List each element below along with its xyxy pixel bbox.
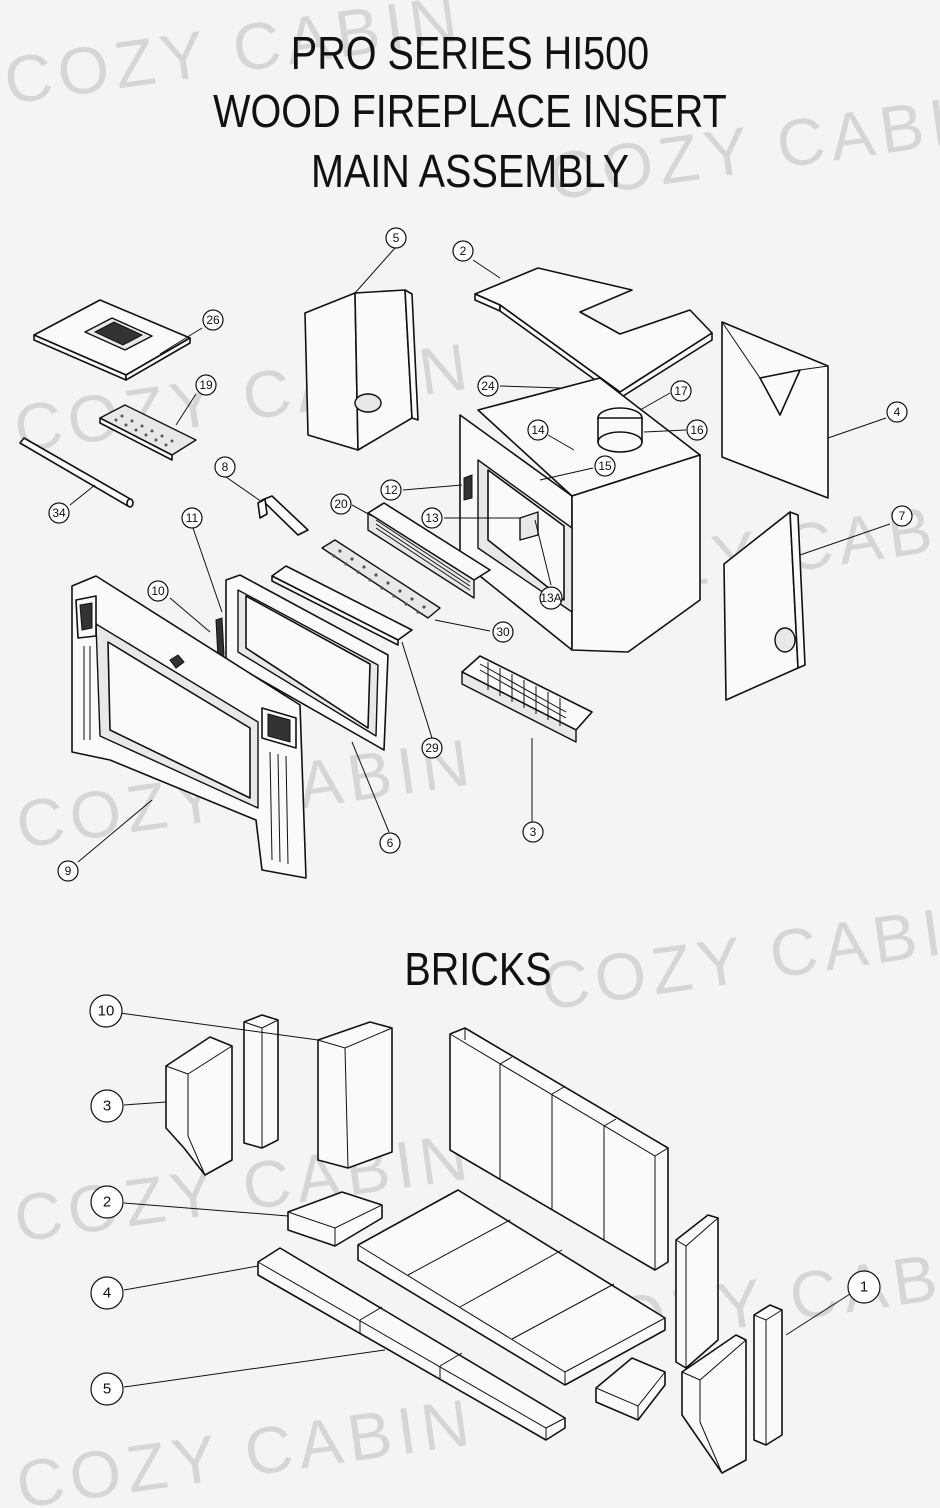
callout: 3 [522,821,544,843]
main-callouts: 5 2 26 19 24 17 16 4 14 15 34 8 12 20 13… [48,227,913,882]
brick-leader-lines [119,1012,851,1388]
svg-text:13: 13 [425,511,439,525]
bricks-group [165,1014,783,1474]
svg-text:9: 9 [65,864,72,878]
main-leader-lines [69,247,891,863]
callout: 11 [181,507,203,529]
callout: 1 [847,1270,881,1304]
callout: 17 [670,380,692,402]
brick-right-angled [681,1334,747,1474]
svg-text:13A: 13A [540,591,561,605]
svg-text:6: 6 [387,836,394,850]
svg-text:7: 7 [899,509,906,523]
part-6-door [215,574,389,751]
svg-text:17: 17 [674,384,688,398]
part-2-top-baffle [474,267,713,399]
callout: 26 [202,309,224,331]
svg-text:4: 4 [103,1285,111,1302]
svg-text:2: 2 [460,244,467,258]
callout: 9 [57,860,79,882]
callout: 2 [452,240,474,262]
callout: 34 [48,502,70,524]
part-26-top-plate [33,299,191,381]
svg-text:26: 26 [206,313,220,327]
callout: 16 [686,419,708,441]
part-20-blower [367,502,491,599]
brick-right-tall [675,1214,719,1369]
firebox-body [459,377,701,653]
callout: 29 [421,737,443,759]
callout: 24 [477,375,499,397]
callout: 13 [421,507,443,529]
brick-10 [317,1021,393,1169]
svg-text:19: 19 [199,378,213,392]
svg-text:10: 10 [98,1003,115,1020]
callout: 10 [89,994,123,1028]
part-5-side-panel [304,289,419,451]
brick-3 [165,1036,233,1176]
callout: 8 [214,456,236,478]
watermark: COZY CABIN [12,1384,480,1508]
part-34-rod [19,437,134,508]
part-30-perforated-panel [321,539,441,619]
callout: 15 [594,455,616,477]
callout: 13A [539,586,563,610]
callout: 6 [379,832,401,854]
svg-text:34: 34 [52,506,66,520]
brick-1 [753,1304,783,1446]
brick-tall-narrow [243,1014,279,1149]
callout: 4 [886,401,908,423]
callout: 2 [90,1185,124,1219]
part-8-bracket [257,495,309,536]
svg-text:30: 30 [496,625,510,639]
callout: 3 [90,1089,124,1123]
part-29-trim [271,565,413,646]
svg-text:20: 20 [334,497,348,511]
callout: 5 [385,227,407,249]
svg-text:16: 16 [690,423,704,437]
callout: 4 [90,1276,124,1310]
title-line-3: MAIN ASSEMBLY [310,145,630,197]
callout: 14 [527,419,549,441]
brick-floor [357,1189,666,1386]
callout: 12 [380,479,402,501]
part-9-surround [71,575,307,879]
svg-text:5: 5 [103,1381,111,1398]
brick-2 [287,1191,383,1247]
brick-right-small-wedge [595,1357,666,1421]
callout: 5 [90,1372,124,1406]
callout: 7 [891,505,913,527]
svg-text:11: 11 [186,511,199,525]
svg-text:3: 3 [530,825,537,839]
svg-text:10: 10 [151,584,165,598]
svg-text:12: 12 [384,483,398,497]
svg-text:15: 15 [598,459,612,473]
svg-text:3: 3 [103,1098,111,1115]
part-7-side-shroud [723,511,806,701]
title-line-2: WOOD FIREPLACE INSERT [213,85,727,137]
callout: 19 [195,374,217,396]
callout: 20 [330,493,352,515]
svg-text:29: 29 [425,741,439,755]
svg-text:5: 5 [393,231,400,245]
svg-text:24: 24 [481,379,495,393]
brick-4-5 [257,1247,566,1441]
svg-text:1: 1 [860,1279,868,1296]
callout: 10 [147,580,169,602]
svg-text:2: 2 [103,1194,111,1211]
svg-text:14: 14 [531,423,545,437]
part-3-blower [461,655,593,743]
part-19-grille [99,404,197,461]
bricks-title: BRICKS [404,943,552,995]
callout: 30 [492,621,514,643]
svg-text:8: 8 [222,460,229,474]
part-4-back-panel [721,321,829,499]
svg-text:4: 4 [894,405,901,419]
brick-callouts: 10 3 2 4 5 1 [89,994,881,1406]
title-line-1: PRO SERIES HI500 [290,27,650,79]
